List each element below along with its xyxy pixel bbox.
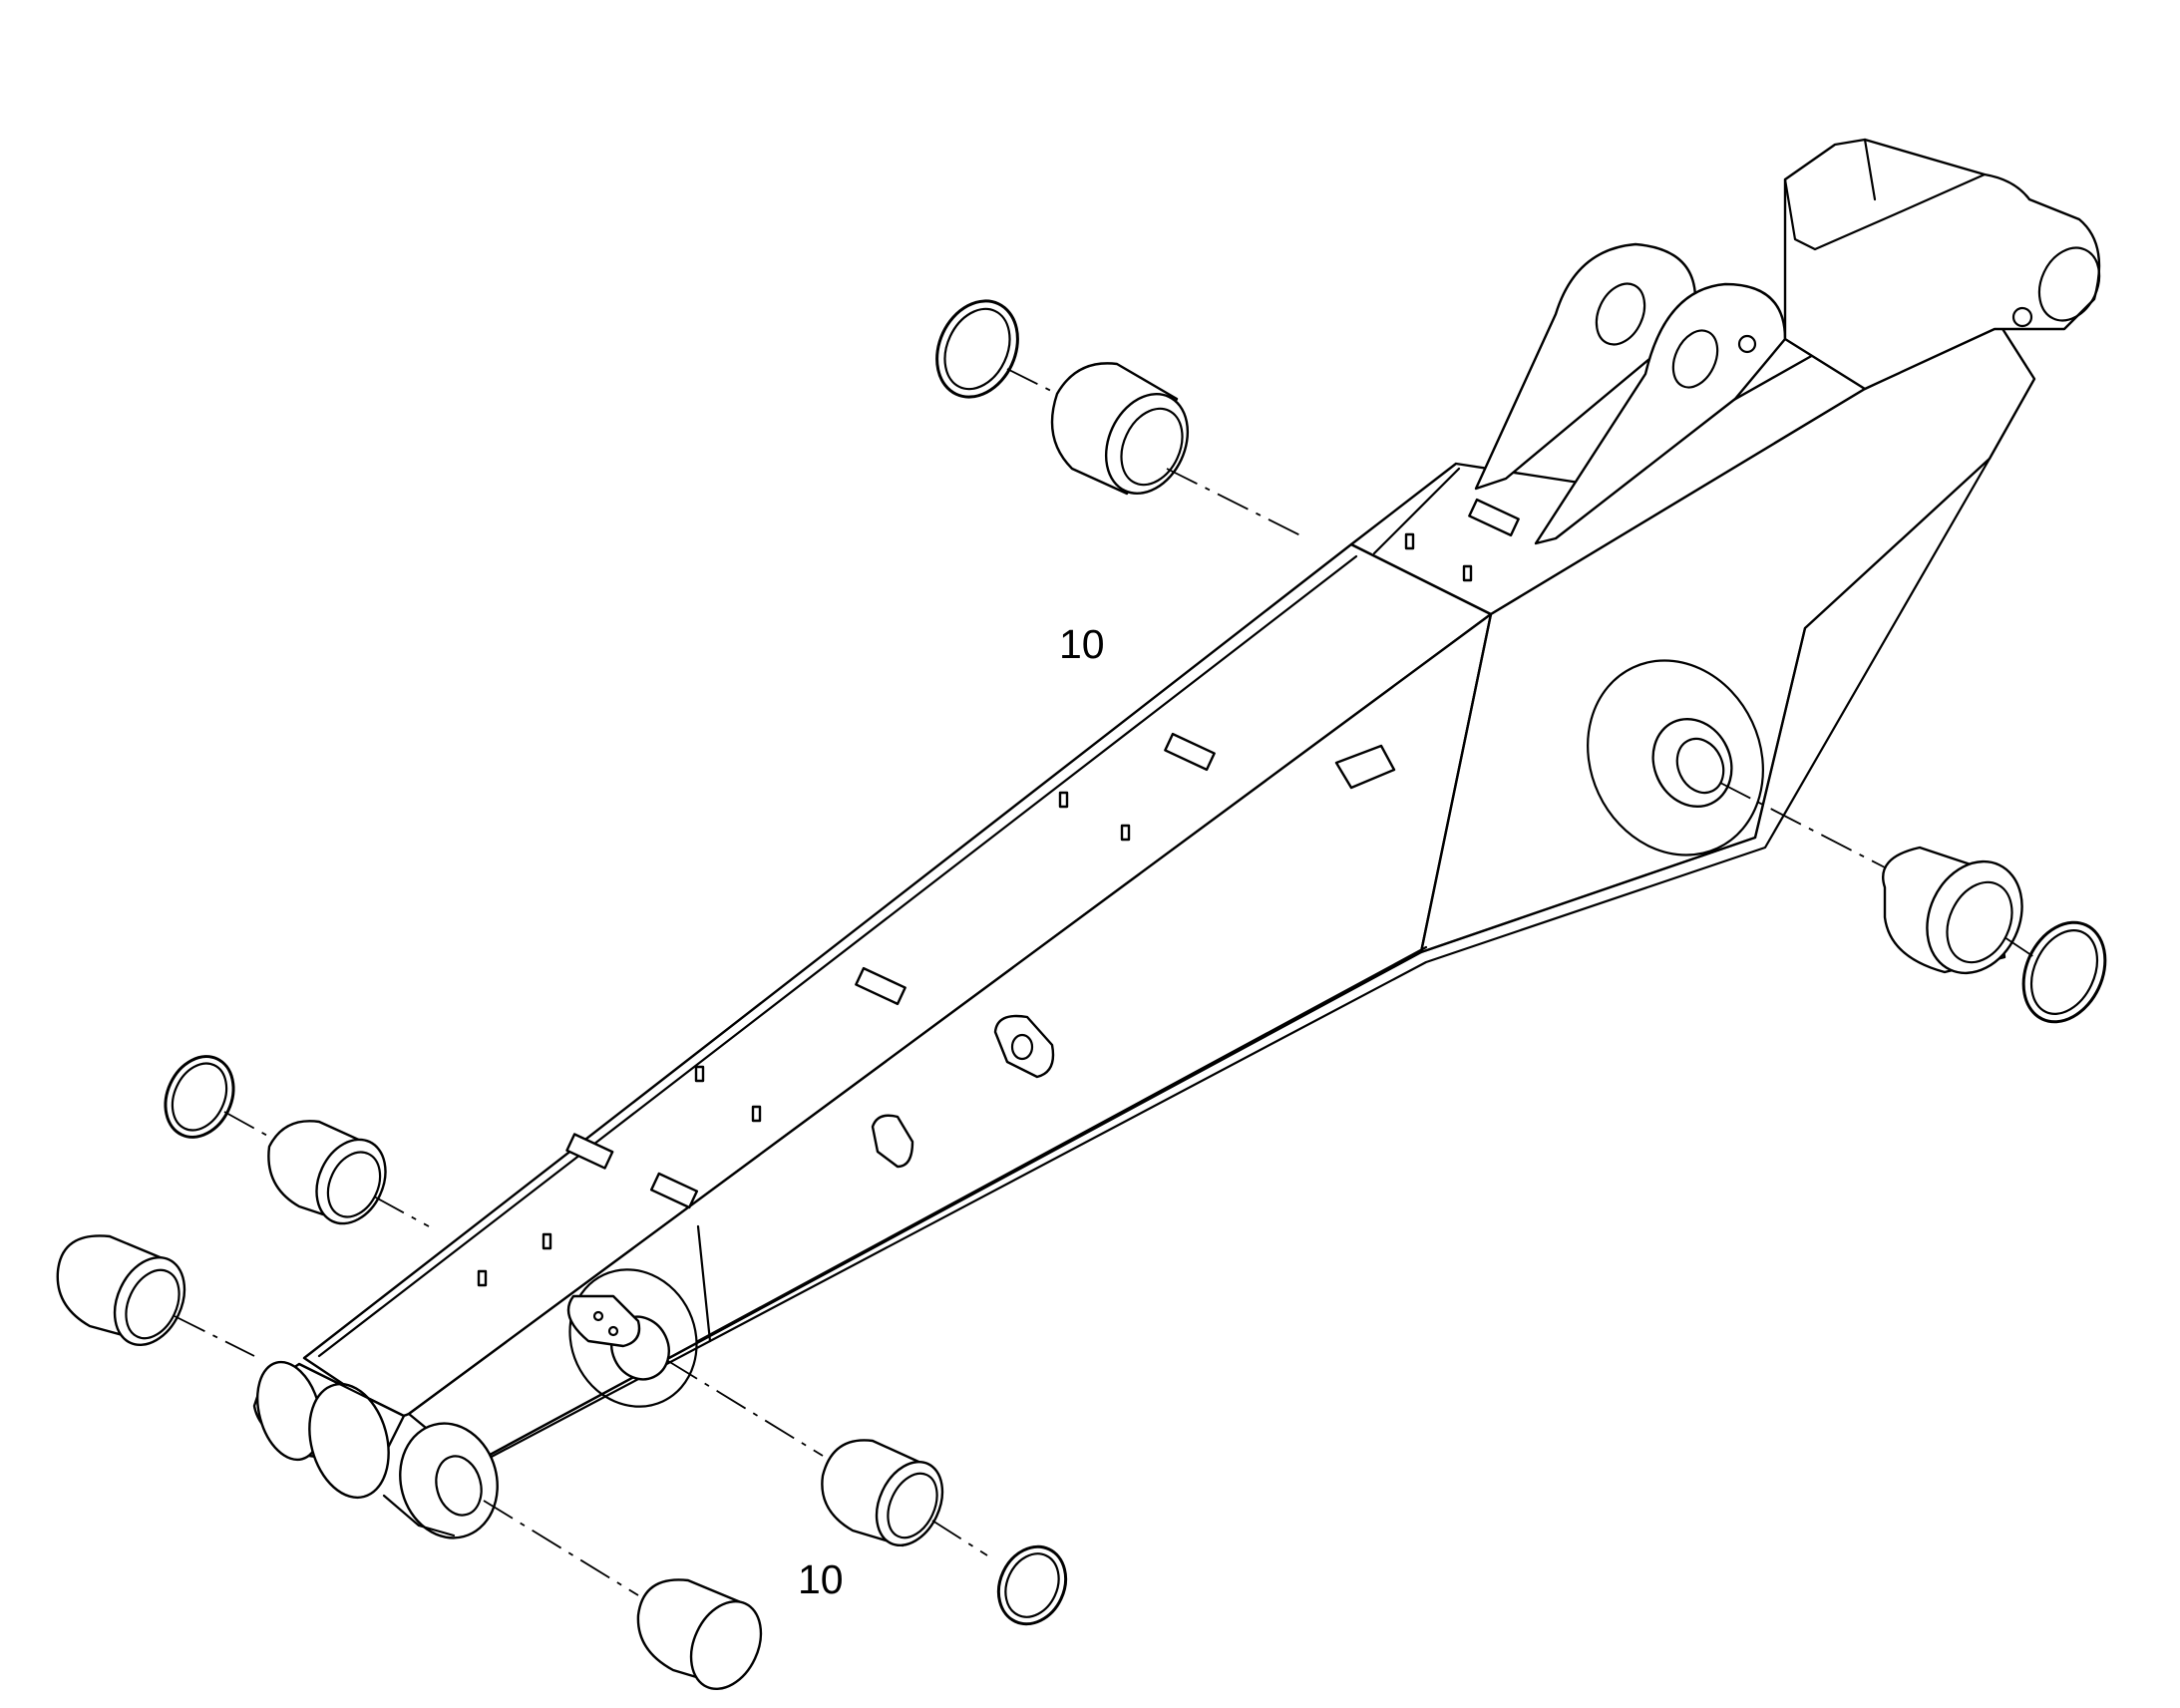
centerline-left-lower (174, 1315, 255, 1357)
boom-fittings (477, 498, 1520, 1348)
bushing-upper (935, 299, 1190, 496)
centerline-upper (1006, 368, 1307, 539)
bushing-left-lower (56, 1234, 186, 1347)
boom-front-end (252, 1360, 499, 1539)
boom-side-plate (407, 612, 1493, 1464)
boom-rear-brackets (1474, 138, 2101, 545)
centerline-right (1719, 782, 2035, 958)
boom-arm (302, 322, 2036, 1470)
bushing-bottom (636, 1578, 763, 1691)
bushing-lower-centre (821, 1439, 1068, 1626)
callout-lower: 10 (798, 1556, 844, 1602)
bushing-right (1882, 846, 2107, 1024)
centerline-left-upper (223, 1111, 430, 1227)
centerline-bottom (483, 1500, 639, 1596)
callout-upper: 10 (1059, 621, 1105, 667)
bushing-left-upper (164, 1055, 387, 1225)
centerline-lower-centre (667, 1360, 988, 1556)
